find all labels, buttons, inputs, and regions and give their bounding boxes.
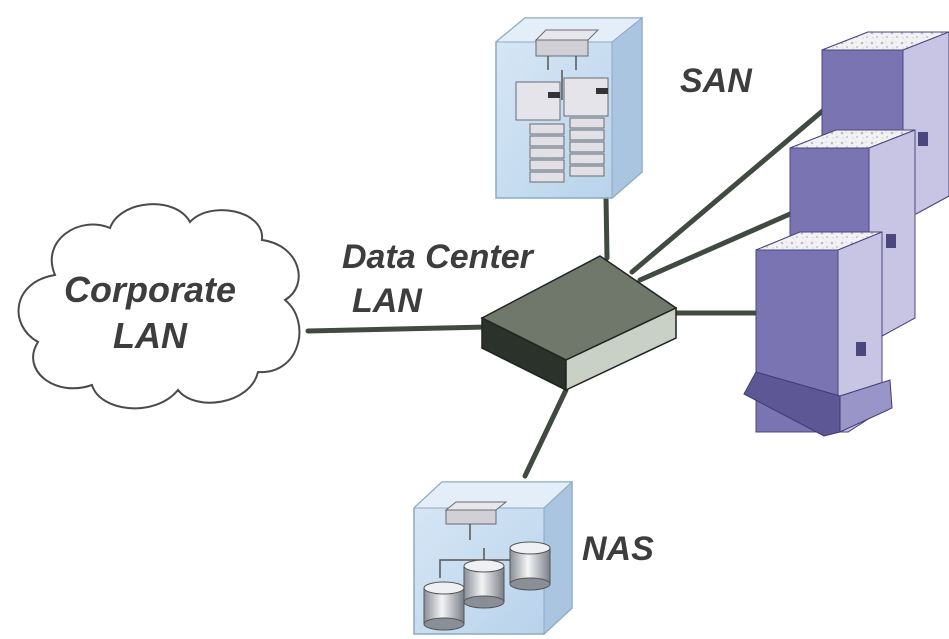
data-center-lan-label-line1: Data Center [342,238,535,276]
network-links [305,105,829,479]
link-switch-to-san [603,193,610,261]
nas-storage-icon [412,480,574,636]
corporate-lan-label-line1: Corporate [64,269,236,310]
server-tower-3 [743,231,893,437]
nas-disk-1 [423,581,465,631]
nas-disk-3 [509,541,551,591]
data-center-switch [480,255,678,392]
data-center-lan-label-line2: LAN [352,282,423,320]
link-switch-to-server-1 [629,105,829,275]
nas-label: NAS [582,530,654,568]
link-switch-to-server-2 [637,211,793,283]
link-switch-to-nas [522,387,569,479]
corporate-lan-cloud: Corporate LAN [17,203,301,410]
san-label: SAN [680,62,753,100]
corporate-lan-label-line2: LAN [113,315,188,356]
link-corporate-to-switch [305,324,491,334]
san-storage-icon [494,16,644,200]
nas-disk-2 [463,559,505,609]
